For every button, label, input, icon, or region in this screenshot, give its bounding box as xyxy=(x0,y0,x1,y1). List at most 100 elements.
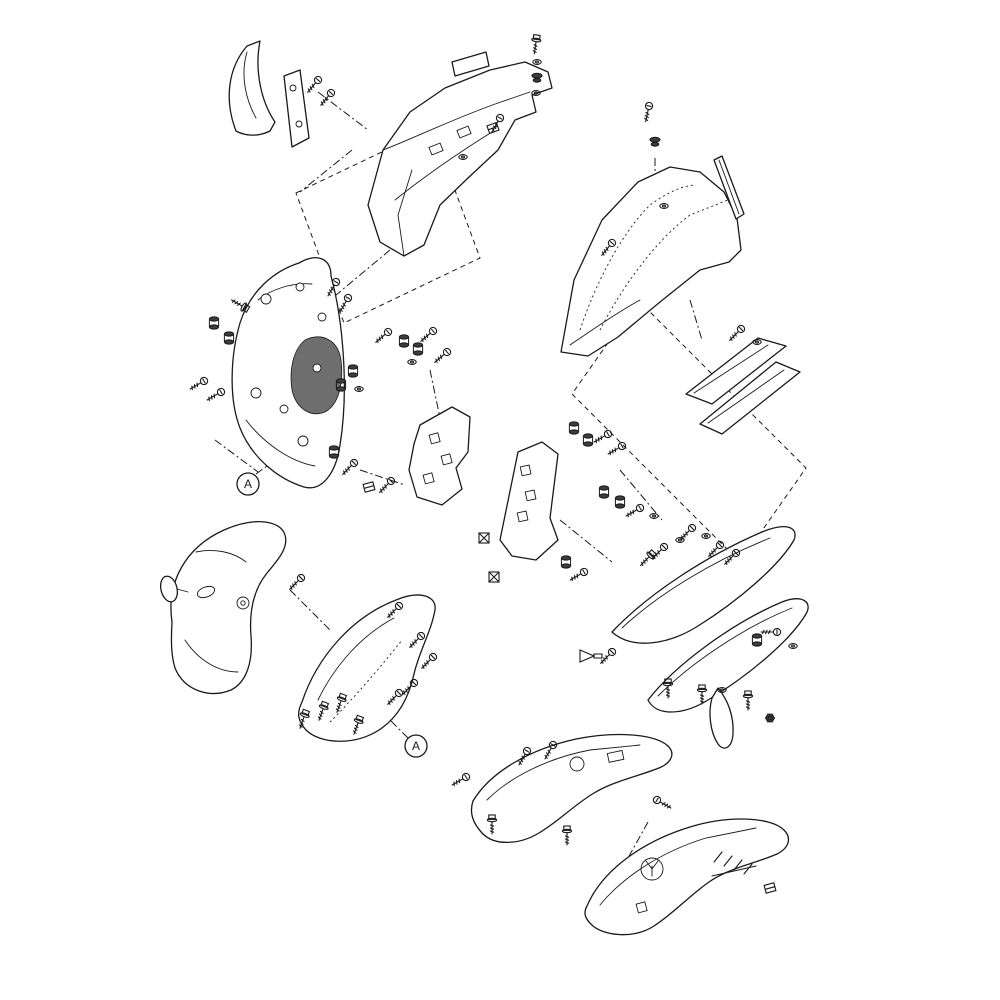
stripe xyxy=(733,859,743,871)
bracket-hole xyxy=(295,120,303,128)
washer-icon xyxy=(354,386,364,392)
panel-fold-line xyxy=(329,639,403,723)
damper-icon xyxy=(614,495,626,509)
screw-icon xyxy=(591,428,614,446)
front-panel-center xyxy=(298,594,436,742)
mount-bracket xyxy=(499,441,559,561)
callout-circle xyxy=(404,734,428,758)
panel-swirl xyxy=(236,596,250,610)
inner-panel-highlighted xyxy=(231,257,345,489)
leader-line xyxy=(689,299,703,341)
grommet-icon xyxy=(531,72,543,83)
screw-icon xyxy=(597,646,618,667)
bracket-hole xyxy=(289,84,297,92)
damper-icon xyxy=(223,331,235,345)
screw-icon xyxy=(431,346,453,366)
windscreen-edge-line xyxy=(569,299,641,346)
callout-a-2: A xyxy=(404,734,428,758)
screw-icon xyxy=(418,651,439,672)
leader-line xyxy=(429,369,441,419)
cowl-vent-slot xyxy=(606,749,625,763)
bolt-icon xyxy=(561,825,573,846)
damper-icon xyxy=(398,334,410,348)
side-cowl-panel xyxy=(584,818,790,936)
bolt-icon xyxy=(742,690,754,711)
disc-stem xyxy=(176,588,189,593)
inner-panel-shadow xyxy=(290,336,343,415)
upper-side-trim-group xyxy=(228,40,337,148)
stay-rib-line xyxy=(394,131,493,201)
panel-rib-line xyxy=(317,617,395,701)
stay-rib-line xyxy=(397,169,413,257)
upper-side-trim-panel xyxy=(228,40,276,136)
stay-top-flag xyxy=(451,51,490,77)
stripe-underline xyxy=(711,865,757,877)
rubber-pad-icon xyxy=(478,532,490,544)
bolt-icon xyxy=(529,33,543,56)
windscreen-fold-line xyxy=(579,184,696,331)
washer-icon xyxy=(407,359,417,365)
damper-icon xyxy=(412,342,424,356)
screw-icon xyxy=(623,502,646,520)
panel-hole xyxy=(312,363,322,373)
screw-icon xyxy=(605,440,628,458)
inner-panel-highlighted-group: A xyxy=(187,257,397,496)
damper-icon xyxy=(568,421,580,435)
nut-icon xyxy=(765,713,775,723)
washer-icon xyxy=(788,643,798,649)
front-stay-assembly-group xyxy=(367,33,553,257)
side-cowl-logo-group xyxy=(584,818,790,936)
bracket-slot xyxy=(422,472,435,485)
stay-slot xyxy=(428,142,444,156)
leader-line xyxy=(299,149,353,193)
screw-icon xyxy=(187,375,210,393)
stripe xyxy=(743,863,753,875)
leader-line xyxy=(317,91,369,131)
mount-bracket-cluster-group xyxy=(478,421,659,584)
bracket-slot xyxy=(519,464,532,477)
side-fairing-group xyxy=(579,522,809,749)
rubber-pad-icon xyxy=(488,571,500,583)
bolt-icon xyxy=(636,548,658,570)
winglet-upper xyxy=(685,337,787,405)
panel-hole xyxy=(317,312,327,322)
lower-cowl-panel xyxy=(470,733,673,843)
leader-line xyxy=(619,469,663,521)
washer-icon xyxy=(649,513,659,519)
panel-emblem-oval xyxy=(196,585,216,599)
logo-circle xyxy=(640,857,664,881)
damper-icon xyxy=(560,555,572,569)
center-bracket-group xyxy=(372,325,471,506)
cowl-slot xyxy=(635,901,648,914)
side-fairing-lower-blade xyxy=(647,598,809,713)
speed-stripe-graphic xyxy=(711,851,757,877)
callout-circle xyxy=(236,472,260,496)
leader-line xyxy=(627,821,649,859)
screw-icon xyxy=(567,566,590,584)
panel-hole xyxy=(260,293,272,305)
bracket-slot xyxy=(524,489,537,502)
stripe xyxy=(723,855,733,867)
front-panel-left xyxy=(170,521,287,695)
inner-panel-rib xyxy=(245,419,316,467)
stay-rib-line xyxy=(382,91,531,151)
fairing-tail-sliver xyxy=(709,687,734,749)
lower-cowl-group xyxy=(449,733,674,846)
leader-line xyxy=(359,469,406,486)
fairing-blade-line xyxy=(657,607,793,697)
panel-hole xyxy=(295,282,305,292)
leader-line xyxy=(289,589,331,631)
callout-label: A xyxy=(412,739,420,753)
screw-icon xyxy=(641,101,654,123)
fairing-blade-line xyxy=(621,537,771,629)
clip-icon xyxy=(362,481,376,493)
windscreen-fold-line xyxy=(599,199,729,331)
stripe xyxy=(713,851,723,863)
clip-icon xyxy=(763,882,777,894)
cowl-rib-line xyxy=(486,744,641,801)
screw-icon xyxy=(651,794,674,812)
panel-hole xyxy=(279,404,289,414)
bracket-slot xyxy=(440,453,453,466)
